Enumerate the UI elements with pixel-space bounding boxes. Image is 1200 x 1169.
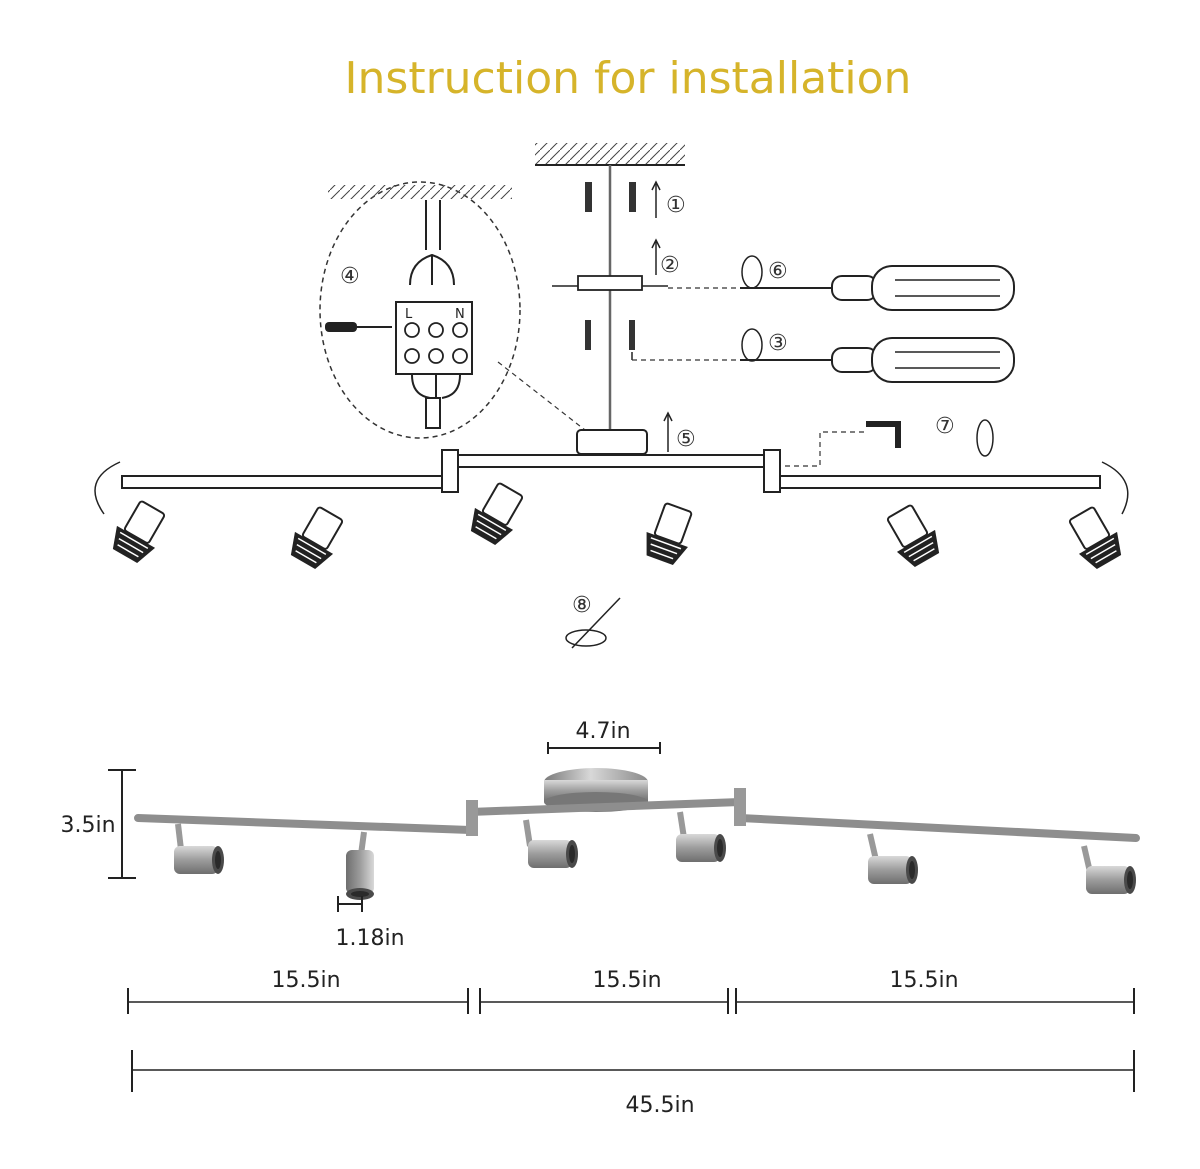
step-1-label: ① (666, 193, 686, 218)
screwdriver-icon (740, 328, 1015, 383)
wiring-detail (319, 181, 586, 439)
canopy (576, 411, 673, 455)
fixture-photo (134, 768, 1140, 900)
segment-left-label: 15.5in (271, 968, 340, 993)
spotlight-head (462, 477, 532, 550)
step-4-label: ④ (340, 264, 360, 289)
track-bar (94, 449, 1129, 515)
spotlight-head (638, 499, 701, 569)
step-6-label: ⑥ (768, 259, 788, 284)
segment-right-label: 15.5in (889, 968, 958, 993)
spotlight-head (1060, 501, 1130, 574)
screw-icon (585, 320, 740, 361)
dimension-lines (108, 742, 1135, 1092)
step-8-label: ⑧ (572, 593, 592, 618)
spotlight-head (878, 499, 948, 572)
step-2-label: ② (660, 253, 680, 278)
step-5-label: ⑤ (676, 427, 696, 452)
canopy-width-label: 4.7in (575, 719, 630, 744)
allen-key-icon (785, 419, 994, 467)
spotlight-head (282, 501, 352, 574)
installation-steps-drawing: ① ② ⑥ (94, 143, 1130, 649)
terminal-neutral-label: N (455, 307, 465, 322)
step-7-label: ⑦ (935, 414, 955, 439)
total-length-label: 45.5in (625, 1093, 694, 1118)
ceiling (535, 143, 685, 430)
height-label: 3.5in (60, 813, 115, 838)
step-3-label: ③ (768, 331, 788, 356)
wall-anchor-icon (585, 180, 661, 218)
page-title: Instruction for installation (345, 53, 912, 104)
head-width-label: 1.18in (335, 926, 404, 951)
mounting-bracket (552, 238, 668, 291)
spotlight-head (104, 495, 174, 568)
segment-middle-label: 15.5in (592, 968, 661, 993)
rotation-arrow-icon (565, 597, 621, 649)
terminal-live-label: L (405, 307, 413, 322)
screwdriver-icon (668, 255, 1015, 311)
